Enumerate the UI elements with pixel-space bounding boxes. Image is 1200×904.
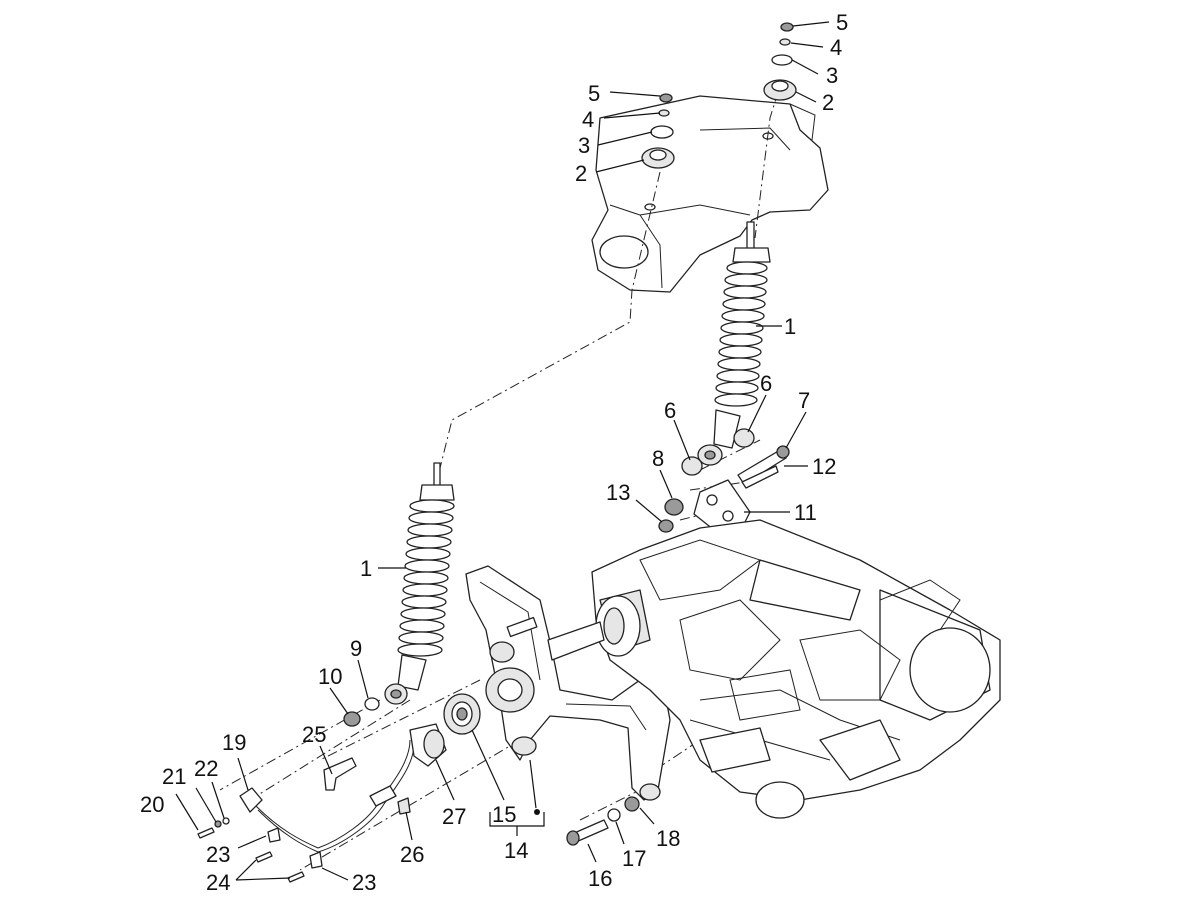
lower-shock-mount-bracket xyxy=(658,445,790,533)
callout-2-left: 2 xyxy=(575,161,587,186)
callout-12: 12 xyxy=(812,454,836,479)
callout-4-left: 4 xyxy=(582,107,594,132)
callout-11: 11 xyxy=(794,500,817,525)
callout-22: 22 xyxy=(194,756,218,781)
callout-13: 13 xyxy=(606,480,630,505)
callout-25: 25 xyxy=(302,722,326,747)
callout-19: 19 xyxy=(222,730,246,755)
callout-6-left: 6 xyxy=(664,398,676,423)
callout-1-right: 1 xyxy=(784,314,796,339)
callout-16: 16 xyxy=(588,866,612,891)
engine-assembly xyxy=(547,519,1001,819)
callout-3-right: 3 xyxy=(826,63,838,88)
callout-3-left: 3 xyxy=(578,133,590,158)
callout-21: 21 xyxy=(162,764,186,789)
swing-arm xyxy=(465,565,671,801)
callout-numbers: 5 4 3 2 5 4 3 2 1 1 6 6 7 8 12 13 11 9 1… xyxy=(140,10,848,895)
callout-6-right: 6 xyxy=(760,371,772,396)
leader-lines xyxy=(175,21,830,881)
callout-17: 17 xyxy=(622,846,646,871)
speed-sensor-harness xyxy=(197,723,447,883)
upper-shock-bracket xyxy=(591,95,829,293)
callout-26: 26 xyxy=(400,842,424,867)
callout-27: 27 xyxy=(442,804,466,829)
callout-4-right: 4 xyxy=(830,35,842,60)
callout-5-left: 5 xyxy=(588,81,600,106)
right-shock-absorber xyxy=(681,221,771,476)
callout-10: 10 xyxy=(318,664,342,689)
callout-24: 24 xyxy=(206,870,230,895)
callout-20: 20 xyxy=(140,792,164,817)
callout-7: 7 xyxy=(798,388,810,413)
callout-23-left: 23 xyxy=(206,842,230,867)
callout-15: 15 xyxy=(492,802,516,827)
callout-18: 18 xyxy=(656,826,680,851)
left-top-mount-hardware xyxy=(641,93,675,169)
callout-8: 8 xyxy=(652,446,664,471)
callout-2-right: 2 xyxy=(822,90,834,115)
callout-1-left: 1 xyxy=(360,556,372,581)
callout-23-right: 23 xyxy=(352,870,376,895)
callout-5-right: 5 xyxy=(836,10,848,35)
left-shock-absorber xyxy=(343,462,455,727)
right-top-mount-hardware xyxy=(763,22,797,101)
callout-14: 14 xyxy=(504,838,528,863)
pivot-bolt-and-washers xyxy=(566,796,640,846)
bearing xyxy=(443,693,481,735)
callout-9: 9 xyxy=(350,636,362,661)
